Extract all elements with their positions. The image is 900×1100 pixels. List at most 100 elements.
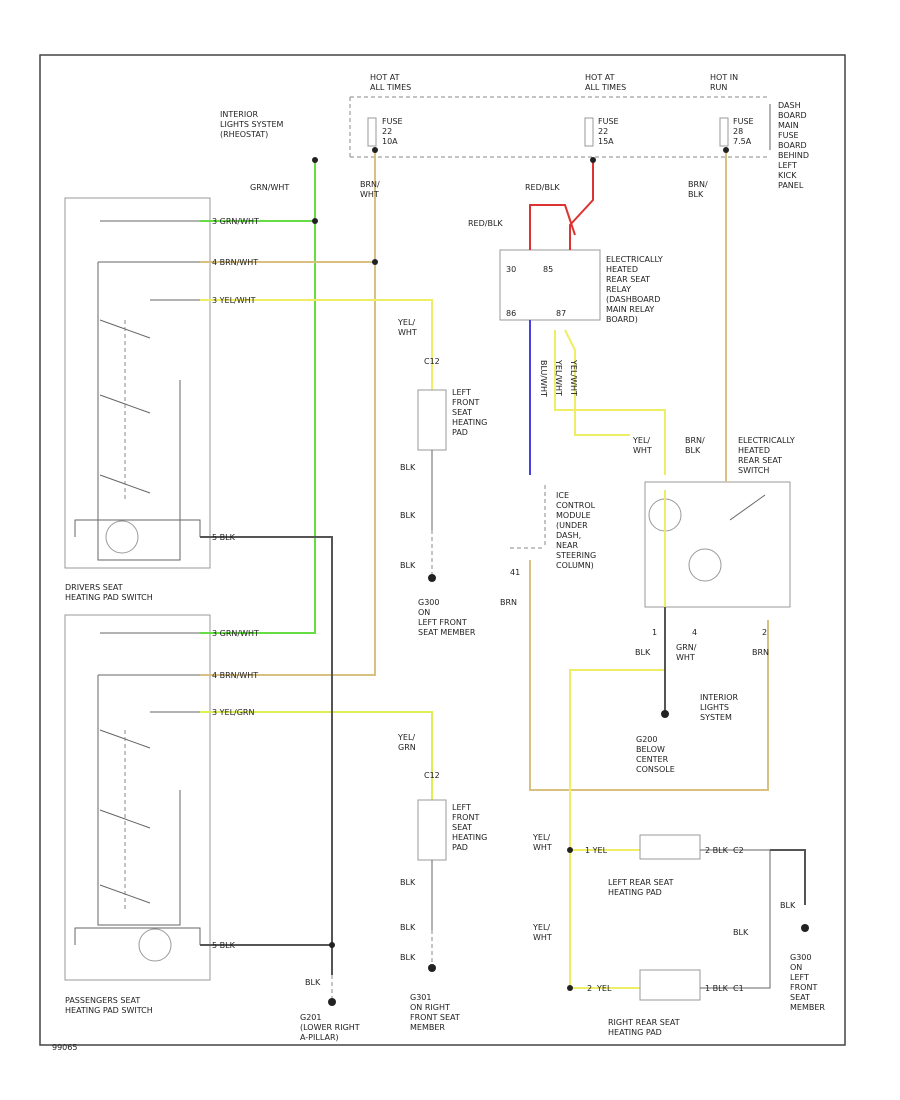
label-blk-lf-3: BLK [400, 561, 416, 570]
rear-switch-blade [729, 494, 766, 521]
wire-brn-ice [529, 560, 769, 791]
label-pin-1: 1 [652, 628, 657, 637]
label-pin-1blk: 1 BLK [705, 984, 729, 993]
wire-yel-rear-2 [569, 850, 640, 989]
label-yel-wht-rr: YEL/WHT [532, 923, 552, 942]
passengers-switch-lamp-line [74, 927, 201, 945]
label-blk-rf-2: BLK [400, 923, 416, 932]
label-p-pin-3yelgrn: 3 YEL/GRN [212, 708, 254, 717]
label-pin-5blk: 5 BLK [212, 533, 236, 542]
label-pin-85: 85 [543, 265, 553, 274]
rear-switch-indicator-2 [688, 548, 722, 582]
fuse-3 [719, 117, 729, 147]
label-pin-c12: C12 [424, 357, 440, 366]
label-blk-g201: BLK [305, 978, 321, 987]
ground-g201-symbol [328, 998, 336, 1006]
label-yel-wht-lr: YEL/WHT [532, 833, 552, 852]
label-pin-41: 41 [510, 568, 520, 577]
junction-4 [312, 157, 318, 163]
label-wire-grn-wht: GRN/WHT [250, 183, 289, 192]
label-pin-1yel: 1 YEL [585, 846, 608, 855]
drivers-switch-box [64, 197, 211, 569]
label-p-pin-3grn: 3 GRN/WHT [212, 629, 259, 638]
label-yel-grn-passenger: YEL/GRN [397, 733, 416, 752]
label-wire-blu-wht: BLU/WHT [539, 360, 548, 397]
label-wire-red-blk-1: RED/BLK [525, 183, 560, 192]
ground-g301-symbol [428, 964, 436, 972]
ground-g300-rear-symbol [801, 924, 809, 932]
label-wire-brn-blk: BRN/BLK [688, 180, 708, 199]
label-wire-red-blk-2: RED/BLK [468, 219, 503, 228]
label-pin-2blk: 2 BLK [705, 846, 729, 855]
wire-red-blk-2 [529, 204, 576, 250]
label-p-pin-4brn: 4 BRN/WHT [212, 671, 258, 680]
label-pin-2: 2 [762, 628, 767, 637]
label-brn-sw: BRN [752, 648, 769, 657]
junction-1 [312, 218, 318, 224]
junction-5 [372, 147, 378, 153]
label-blk-lr: BLK [780, 901, 796, 910]
label-pin-4: 4 [692, 628, 697, 637]
drivers-switch-line [97, 262, 181, 561]
label-brn-ice: BRN [500, 598, 517, 607]
drivers-switch-lamp [105, 520, 139, 554]
label-blk-sw: BLK [635, 648, 651, 657]
label-pin-3grn: 3 GRN/WHT [212, 217, 259, 226]
passengers-switch-lamp [138, 928, 172, 962]
wire-yel-wht-driver [200, 299, 433, 390]
label-blk-rr: BLK [733, 928, 749, 937]
label-pin-86: 86 [506, 309, 516, 318]
fuse-2 [584, 117, 594, 147]
right-rear-pad-box [639, 969, 701, 1001]
label-brn-blk-sw: BRN/BLK [685, 436, 705, 455]
ground-g300-symbol [428, 574, 436, 582]
passengers-switch-box [64, 614, 211, 981]
wire-yel-wht-relay-2 [564, 329, 630, 436]
label-blk-rf-1: BLK [400, 878, 416, 887]
relay-box [499, 249, 601, 321]
wire-grn-wht [200, 160, 316, 634]
label-pin-2c: 2 [587, 984, 592, 993]
wire-yel-wht-relay [554, 330, 666, 475]
junction-8 [567, 847, 573, 853]
label-yel-wht-sw: YEL/WHT [632, 436, 652, 455]
wire-blk-rear-gnd [770, 849, 806, 905]
junction-6 [590, 157, 596, 163]
label-blk-rf-3: BLK [400, 953, 416, 962]
label-pin-ydl: YEL [596, 984, 612, 993]
junction-2 [372, 259, 378, 265]
wire-yel-grn-passenger [200, 711, 433, 800]
fuse-1 [367, 117, 377, 147]
label-yel-wht-driver: YEL/WHT [397, 318, 417, 337]
junction-3 [329, 942, 335, 948]
passengers-switch-blade-2 [99, 809, 151, 829]
label-wire-yel-v: YEL/WHT [569, 359, 578, 396]
label-grn-wht-sw: GRN/WHT [676, 643, 697, 662]
label-p-pin-5blk: 5 BLK [212, 941, 236, 950]
label-pin-4brn: 4 BRN/WHT [212, 258, 258, 267]
drivers-switch-lamp-line [74, 519, 201, 537]
label-footer: 99065 [52, 1043, 77, 1052]
wire-blk-driver [200, 536, 333, 975]
ground-g200-symbol [661, 710, 669, 718]
label-pin-c2: C2 [733, 846, 744, 855]
label-pin-3yel: 3 YEL/WHT [212, 296, 256, 305]
